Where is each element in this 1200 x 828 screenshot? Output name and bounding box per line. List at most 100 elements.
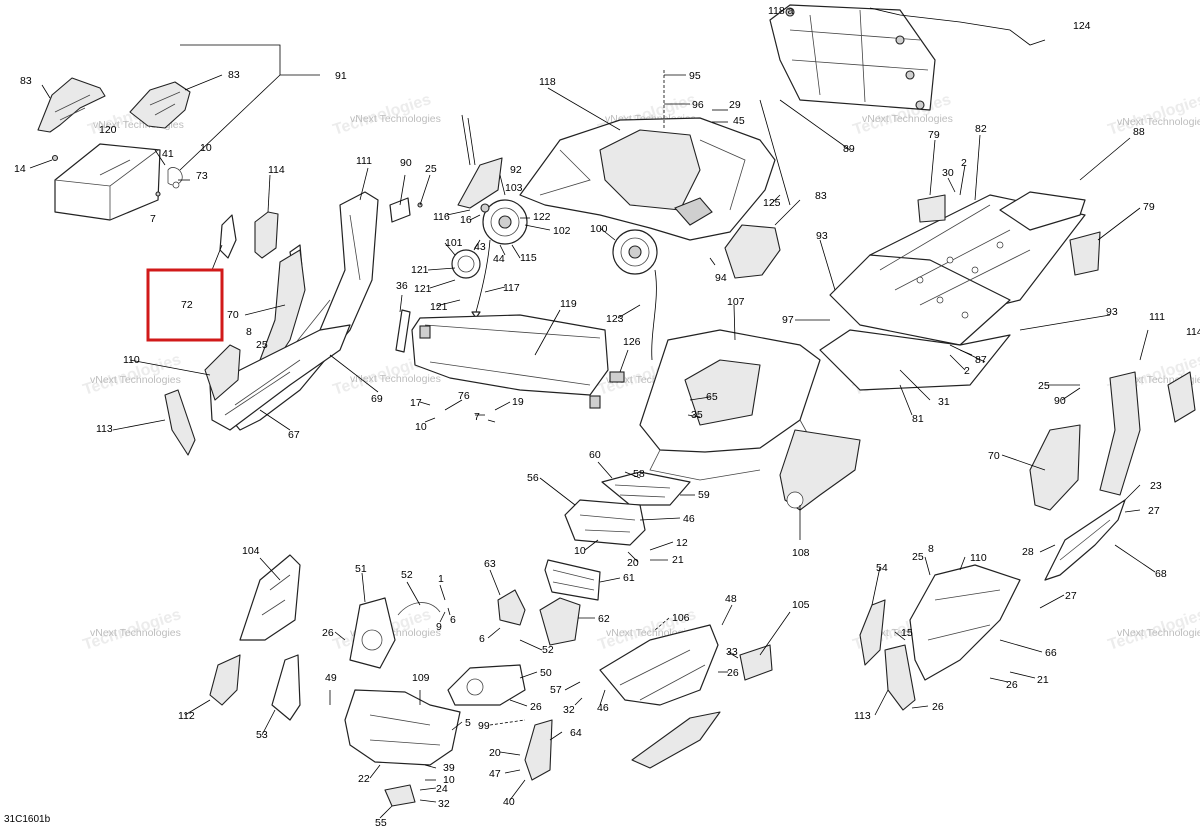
watermark: vNext Technologies: [350, 373, 441, 385]
part-118-inset: [599, 129, 701, 211]
watermark: vNext Technologies: [90, 374, 181, 386]
part-53: [271, 654, 301, 721]
callout-label: 93: [1106, 306, 1118, 318]
part-floor-plate: [999, 191, 1086, 231]
part-50-headlight: [447, 664, 526, 706]
part-79-left: [917, 194, 946, 223]
callout-label: 26: [322, 627, 334, 639]
callout-label: 47: [489, 768, 501, 780]
callout-label: 66: [1045, 647, 1057, 659]
part-112: [209, 654, 241, 706]
callout-label: 50: [540, 667, 552, 679]
callout-label: 120: [99, 124, 117, 136]
callout-label: 105: [792, 599, 810, 611]
part-123-cable: [651, 269, 657, 361]
part-114: [254, 211, 279, 259]
callout-label: 7: [150, 213, 156, 225]
callout-label: 67: [288, 429, 300, 441]
callout-label: 103: [505, 182, 523, 194]
callout-label: 112: [178, 710, 195, 722]
callout-label: 43: [474, 241, 486, 253]
part-114-right: [1167, 371, 1196, 423]
part-41-strap: [167, 167, 183, 186]
part-117-cable: [475, 239, 491, 313]
callout-label: 26: [1006, 679, 1018, 691]
part-113-right: [884, 644, 916, 711]
callout-label: 51: [355, 563, 367, 575]
callout-label: 100: [590, 223, 608, 235]
callout-label: 92: [510, 164, 522, 176]
part-58-grille: [601, 471, 691, 506]
callout-label: 10: [415, 421, 427, 433]
callout-label: 8: [928, 543, 934, 555]
part-126: [609, 371, 625, 383]
callout-label: 46: [683, 513, 695, 525]
part-51-light: [349, 597, 396, 669]
callout-label: 121: [411, 264, 429, 276]
callout-label: 124: [1073, 20, 1091, 32]
part-101-speaker: [451, 249, 481, 279]
part-14-screw: [51, 154, 59, 162]
callout-label: 20: [489, 747, 501, 759]
callout-label: 118 a: [768, 5, 794, 17]
callout-label: 64: [570, 727, 582, 739]
callout-label: 122: [533, 211, 551, 223]
callout-label: 32: [563, 704, 575, 716]
watermark: vNext Technologies: [1117, 627, 1200, 639]
callout-label: 76: [458, 390, 470, 402]
callout-label: 53: [256, 729, 268, 741]
callout-label: 119: [560, 298, 577, 310]
part-93-floor: [829, 254, 1011, 346]
callout-label: 55: [375, 817, 387, 828]
callout-label: 22: [358, 773, 370, 785]
callout-label: 24: [436, 783, 448, 795]
callout-label: 111: [1149, 311, 1165, 323]
callout-label: 32: [438, 798, 450, 810]
callout-label: 95: [689, 70, 701, 82]
part-110: [204, 344, 241, 401]
callout-label: 118: [539, 76, 556, 88]
callout-label: 19: [512, 396, 524, 408]
callout-label: 17: [410, 397, 422, 409]
part-83-center: [457, 157, 503, 209]
callout-label: 113: [96, 423, 113, 435]
callout-label: 26: [932, 701, 944, 713]
callout-label: 25: [1038, 380, 1050, 392]
part-72-bracket: [219, 214, 237, 259]
callout-label: 68: [1155, 568, 1167, 580]
part-64: [524, 719, 553, 781]
callout-label: 52: [401, 569, 413, 581]
callout-label: 1: [438, 573, 444, 585]
callout-label: 115: [520, 252, 537, 264]
callout-label: 2: [964, 365, 970, 377]
callout-label: 35: [691, 409, 703, 421]
callout-label: 63: [484, 558, 496, 570]
callout-label: 96: [692, 99, 704, 111]
part-55: [384, 784, 416, 807]
callout-label: 9: [436, 621, 442, 633]
callout-label: 99: [478, 720, 490, 732]
callout-label: 88: [1133, 126, 1145, 138]
callout-label: 44: [493, 253, 505, 265]
part-36-rod: [395, 309, 411, 353]
callout-label: 94: [715, 272, 727, 284]
part-83-right-2: [724, 224, 781, 279]
part-109-bumper: [344, 689, 461, 766]
callout-label: 21: [1037, 674, 1049, 686]
part-90: [389, 197, 411, 223]
part-63: [497, 589, 526, 626]
callout-label: 121: [414, 283, 432, 295]
callout-label: 60: [589, 449, 601, 461]
highlighted-callout-72[interactable]: 72: [181, 299, 193, 311]
callout-label: 41: [162, 148, 174, 160]
callout-label: 26: [530, 701, 542, 713]
callout-label: 27: [1065, 590, 1077, 602]
callout-label: 101: [445, 237, 463, 249]
callout-label: 57: [550, 684, 562, 696]
callout-label: 7: [474, 411, 480, 423]
callout-label: 91: [335, 70, 347, 82]
callout-label: 33: [726, 646, 738, 658]
callout-label: 97: [782, 314, 794, 326]
callout-label: 49: [325, 672, 337, 684]
